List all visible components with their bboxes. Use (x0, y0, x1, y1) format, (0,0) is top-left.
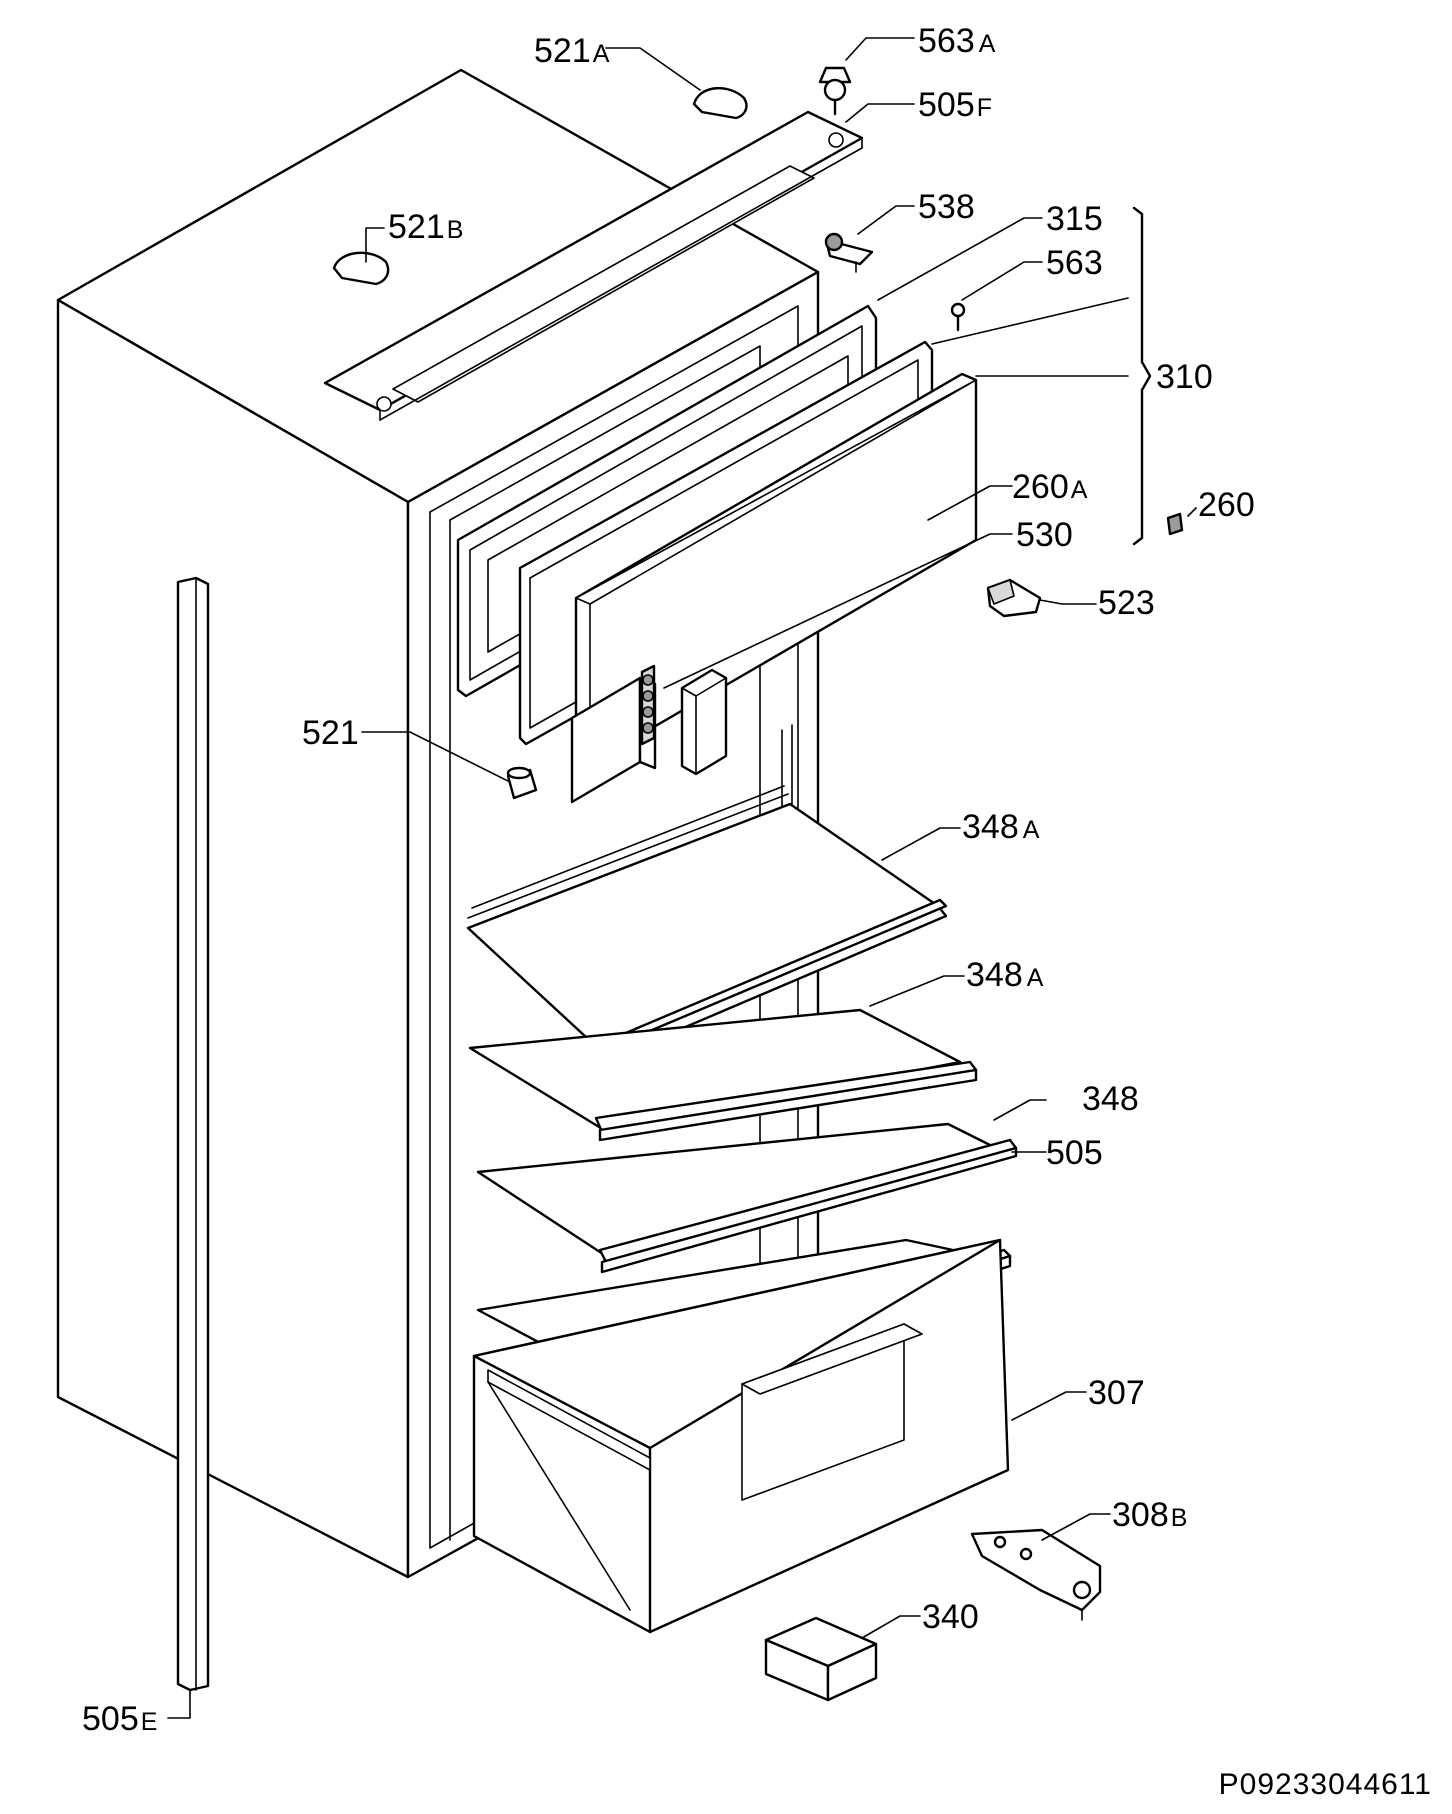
label-315: 315 (1046, 200, 1103, 238)
label-260: 260 (1198, 486, 1255, 524)
leader-lines (167, 37, 1197, 1719)
part-308b-hinge (970, 1528, 1102, 1621)
glass-shelf-middle (468, 1008, 978, 1142)
label-505f: 505F (918, 86, 992, 124)
glass-shelf-lower (476, 1122, 1018, 1274)
part-538-bracket (824, 232, 874, 273)
part-260-clip (1166, 512, 1184, 536)
label-523: 523 (1098, 584, 1155, 622)
part-523-switch (986, 578, 1042, 618)
label-308b: 308B (1112, 1496, 1187, 1534)
label-348: 348 (1082, 1080, 1139, 1118)
label-307: 307 (1088, 1374, 1145, 1412)
label-521b: 521B (388, 208, 463, 246)
label-530: 530 (1016, 516, 1073, 554)
hinge-spring (640, 664, 728, 776)
label-505e: 505E (82, 1700, 157, 1738)
vertical-trim-strip (176, 576, 210, 1692)
label-260a: 260A (1012, 468, 1088, 506)
label-538: 538 (918, 188, 975, 226)
part-521a-cap (692, 86, 748, 120)
part-521b-cap (332, 251, 390, 286)
crisper-drawer (472, 1238, 1010, 1634)
drawing-code: P09233044611 (1219, 1768, 1432, 1801)
part-563-screw (950, 302, 966, 332)
label-521a: 521A (534, 32, 610, 70)
part-340-block (764, 1616, 878, 1702)
front-panel (570, 372, 978, 804)
label-563: 563 (1046, 244, 1103, 282)
part-563a-screw (818, 66, 852, 116)
label-521: 521 (302, 714, 359, 752)
label-505: 505 (1046, 1134, 1103, 1172)
label-340: 340 (922, 1598, 979, 1636)
part-521-plug (506, 766, 538, 800)
label-310: 310 (1156, 358, 1213, 396)
top-hinge-bar (323, 110, 864, 421)
